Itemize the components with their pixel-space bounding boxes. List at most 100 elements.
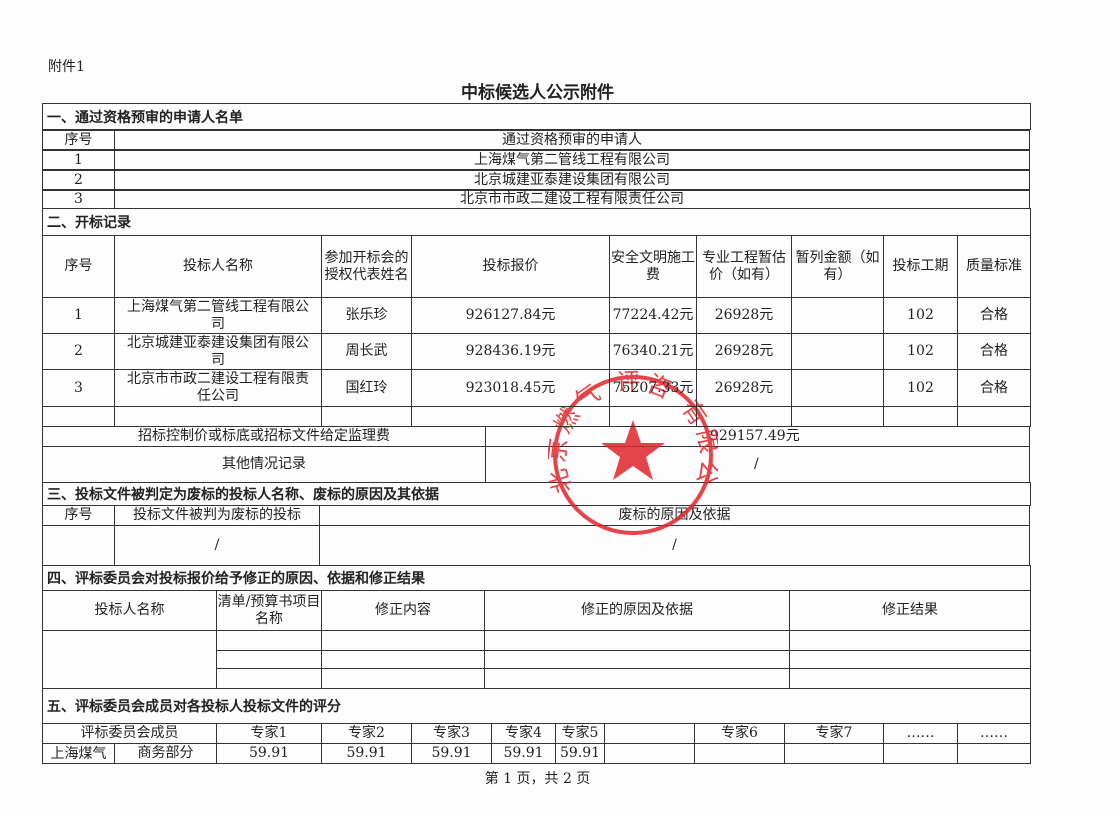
s1-row-no: 3	[42, 190, 115, 209]
s5-score-cell	[883, 743, 958, 764]
s5-score-cell: 59.91	[411, 743, 492, 764]
s4-header-bidder: 投标人名称	[42, 590, 217, 631]
s5-score-cell: 59.91	[555, 743, 605, 764]
s4-empty-cell	[321, 650, 485, 669]
annex-label: 附件1	[48, 59, 85, 75]
s3-header-bidder: 投标文件被判为废标的投标	[114, 505, 320, 526]
s4-empty-cell	[789, 650, 1031, 669]
s5-part-label: 商务部分	[114, 743, 217, 764]
s3-header-no: 序号	[42, 505, 115, 526]
section5-heading: 五、评标委员会成员对各投标人投标文件的评分	[42, 688, 1031, 724]
section1-heading: 一、通过资格预审的申请人名单	[42, 103, 1031, 130]
other-record-label: 其他情况记录	[42, 446, 486, 483]
s3-cell-bidder: /	[114, 525, 320, 566]
s2-empty-cell	[114, 406, 322, 427]
s5-bidder-name: 上海煤气	[42, 743, 115, 764]
s2-header-duration: 投标工期	[883, 235, 958, 298]
s1-row-no: 1	[42, 150, 115, 170]
s1-row-applicant: 上海煤气第二管线工程有限公司	[114, 150, 1030, 170]
s5-score-cell: 59.91	[491, 743, 556, 764]
s4-header-content: 修正内容	[321, 590, 485, 631]
s2-cell-safety-fee: 77224.42元	[609, 297, 697, 334]
s2-header-bid-price: 投标报价	[411, 235, 610, 298]
s4-empty-cell	[789, 668, 1031, 689]
s2-cell-bidder: 北京城建亚泰建设集团有限公司	[114, 333, 322, 370]
s5-expert-header: 专家1	[216, 723, 322, 744]
s2-cell-quality: 合格	[957, 333, 1031, 370]
s2-cell-safety-fee: 76340.21元	[609, 333, 697, 370]
s2-empty-cell	[791, 406, 884, 427]
page-title: 中标候选人公示附件	[461, 83, 614, 103]
s2-cell-provisional-price: 26928元	[696, 333, 792, 370]
page-footer: 第 1 页，共 2 页	[484, 771, 591, 787]
s2-empty-cell	[957, 406, 1031, 427]
s4-empty-cell	[216, 668, 322, 689]
s2-cell-bid-price: 926127.84元	[411, 297, 610, 334]
other-record-value: /	[485, 446, 1030, 483]
s1-header-no: 序号	[42, 130, 115, 150]
s1-header-applicant: 通过资格预审的申请人	[114, 130, 1030, 150]
control-price-value: 929157.49元	[485, 426, 1030, 447]
s4-empty-cell	[216, 650, 322, 669]
s2-cell-representative: 国红玲	[321, 369, 412, 407]
s1-row-no: 2	[42, 170, 115, 190]
s4-header-reason: 修正的原因及依据	[484, 590, 790, 631]
s4-empty-cell	[321, 630, 485, 651]
s5-score-cell: 59.91	[321, 743, 412, 764]
section4-heading: 四、评标委员会对投标报价给予修正的原因、依据和修正结果	[42, 565, 1031, 591]
s5-score-cell	[784, 743, 884, 764]
s2-cell-provisional-sum	[791, 369, 884, 407]
s5-expert-header	[604, 723, 695, 744]
s2-cell-duration: 102	[883, 333, 958, 370]
s2-header-provisional-price: 专业工程暂估价（如有）	[696, 235, 792, 298]
s5-expert-header: ……	[883, 723, 958, 744]
s4-empty-cell	[216, 630, 322, 651]
s5-score-cell: 59.91	[216, 743, 322, 764]
s2-empty-cell	[411, 406, 610, 427]
s2-cell-provisional-sum	[791, 297, 884, 334]
s2-cell-provisional-price: 26928元	[696, 369, 792, 407]
s5-member-label: 评标委员会成员	[42, 723, 217, 744]
s2-cell-safety-fee: 75207.33元	[609, 369, 697, 407]
s2-header-bidder: 投标人名称	[114, 235, 322, 298]
s2-cell-quality: 合格	[957, 369, 1031, 407]
s2-cell-bid-price: 928436.19元	[411, 333, 610, 370]
s4-empty-cell	[484, 630, 790, 651]
s2-cell-representative: 张乐珍	[321, 297, 412, 334]
s2-cell-provisional-price: 26928元	[696, 297, 792, 334]
s2-header-safety-fee: 安全文明施工费	[609, 235, 697, 298]
s3-header-reason: 废标的原因及依据	[319, 505, 1030, 526]
s5-expert-header: 专家3	[411, 723, 492, 744]
s2-cell-duration: 102	[883, 297, 958, 334]
s5-expert-header: 专家7	[784, 723, 884, 744]
s4-header-result: 修正结果	[789, 590, 1031, 631]
s2-header-provisional-sum: 暂列金额（如有）	[791, 235, 884, 298]
s5-score-cell	[604, 743, 695, 764]
s2-empty-cell	[609, 406, 697, 427]
s2-cell-quality: 合格	[957, 297, 1031, 334]
s4-empty-cell	[484, 668, 790, 689]
s4-empty-cell	[321, 668, 485, 689]
s1-row-applicant: 北京市市政二建设工程有限责任公司	[114, 190, 1030, 209]
s3-cell-no	[42, 525, 115, 566]
s2-cell-bid-price: 923018.45元	[411, 369, 610, 407]
s1-row-applicant: 北京城建亚泰建设集团有限公司	[114, 170, 1030, 190]
s5-expert-header: 专家5	[555, 723, 605, 744]
s2-header-representative: 参加开标会的授权代表姓名	[321, 235, 412, 298]
s2-cell-duration: 102	[883, 369, 958, 407]
s2-cell-bidder: 北京市市政二建设工程有限责任公司	[114, 369, 322, 407]
s2-cell-no: 2	[42, 333, 115, 370]
section2-heading: 二、开标记录	[42, 208, 1031, 236]
s2-empty-cell	[42, 406, 115, 427]
s2-cell-no: 3	[42, 369, 115, 407]
control-price-label: 招标控制价或标底或招标文件给定监理费	[42, 426, 486, 447]
s2-empty-cell	[696, 406, 792, 427]
s3-cell-reason: /	[319, 525, 1030, 566]
s5-score-cell	[957, 743, 1031, 764]
s2-header-no: 序号	[42, 235, 115, 298]
s2-header-quality: 质量标准	[957, 235, 1031, 298]
s2-empty-cell	[883, 406, 958, 427]
s5-expert-header: 专家2	[321, 723, 412, 744]
s4-empty-cell	[789, 630, 1031, 651]
